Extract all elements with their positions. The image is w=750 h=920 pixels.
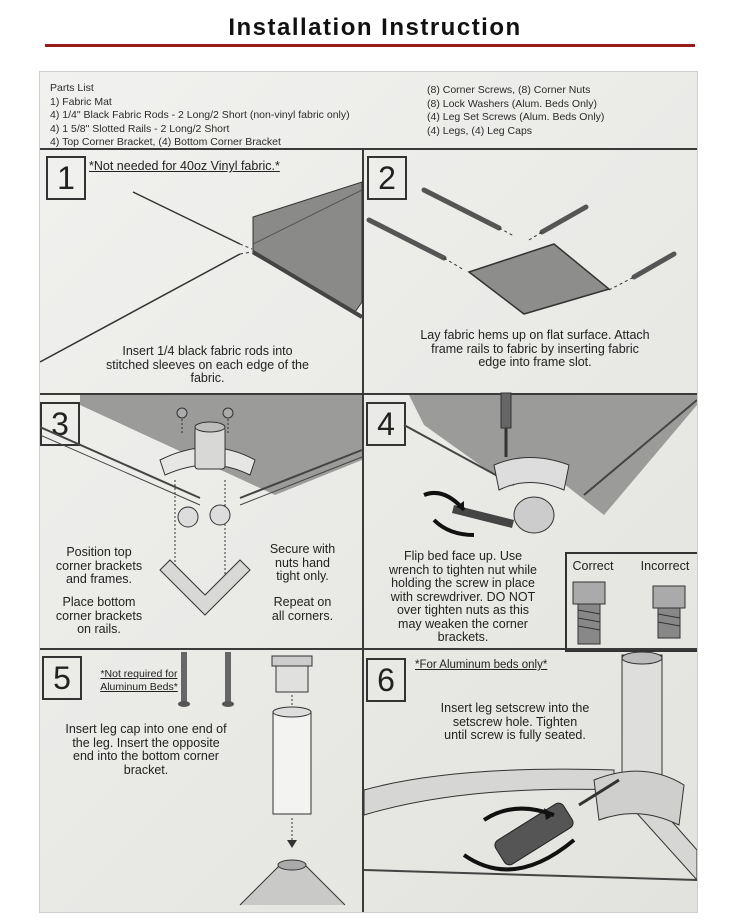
parts-list-heading: Parts List (50, 82, 94, 94)
step-number-2: 2 (367, 156, 407, 200)
grid-line (362, 148, 364, 912)
step1-note: *Not needed for 40oz Vinyl fabric.* (89, 159, 280, 173)
step5-text: Insert leg cap into one end of the leg. … (65, 722, 227, 777)
grid-line (40, 393, 697, 395)
step5-note-line2: Aluminum Beds* (100, 681, 178, 693)
title-underline (45, 44, 695, 47)
parts-list-item: 4) 1 5/8" Slotted Rails - 2 Long/2 Short (50, 122, 230, 135)
parts-list-item: (8) Lock Washers (Alum. Beds Only) (427, 97, 597, 110)
step3-text-left-top: Position top corner brackets and frames. (55, 545, 143, 586)
step1-text: Insert 1/4 black fabric rods into stitch… (106, 344, 309, 385)
step4-tighten-illustration (403, 392, 697, 537)
step3-text-left-bottom: Place bottom corner brackets on rails. (55, 595, 143, 636)
parts-list-item: 1) Fabric Mat (50, 95, 112, 108)
step-number-5: 5 (42, 656, 82, 700)
step-number-4: 4 (366, 402, 406, 446)
step-number-6: 6 (366, 658, 406, 702)
step2-frame-rails-illustration (366, 187, 677, 315)
instruction-sheet: Parts List 1) Fabric Mat 4) 1/4" Black F… (40, 72, 697, 912)
step5-leg-illustration (239, 655, 346, 906)
step4-text: Flip bed face up. Use wrench to tighten … (388, 549, 537, 644)
incorrect-label: Incorrect (640, 559, 690, 573)
step6-setscrew-illustration (363, 651, 697, 881)
step1-fabric-rods-illustration (40, 181, 364, 363)
parts-list-item: 4) Top Corner Bracket, (4) Bottom Corner… (50, 136, 281, 148)
parts-list-item: (8) Corner Screws, (8) Corner Nuts (427, 84, 591, 96)
step2-text: Lay fabric hems up on flat surface. Atta… (420, 328, 650, 369)
grid-line (40, 648, 697, 650)
parts-list-right: (8) Corner Screws, (8) Corner Nuts (8) L… (427, 84, 604, 138)
correct-label: Correct (572, 559, 614, 573)
parts-list-item: (4) Leg Set Screws (Alum. Beds Only) (427, 111, 605, 123)
correct-incorrect-box (565, 552, 697, 652)
nut-comparison-illustration (572, 581, 686, 645)
parts-list-item: 4) 1/4" Black Fabric Rods - 2 Long/2 Sho… (50, 109, 350, 121)
grid-line (40, 148, 697, 150)
parts-list-item: (4) Legs, (4) Leg Caps (427, 124, 533, 137)
page-title: Installation Instruction (228, 14, 522, 41)
screw-icon (178, 652, 234, 707)
step-number-1: 1 (46, 156, 86, 200)
step5-note: *Not required for Aluminum Beds* (84, 668, 194, 694)
step5-note-line1: *Not required for (100, 668, 178, 680)
step3-text-right-bottom: Repeat on all corners. (271, 595, 334, 623)
step3-text-right-top: Secure with nuts hand tight only. (269, 542, 336, 583)
step6-text: Insert leg setscrew into the setscrew ho… (440, 701, 590, 742)
step6-note: *For Aluminum beds only* (415, 659, 548, 671)
parts-list-left: Parts List 1) Fabric Mat 4) 1/4" Black F… (50, 82, 350, 150)
